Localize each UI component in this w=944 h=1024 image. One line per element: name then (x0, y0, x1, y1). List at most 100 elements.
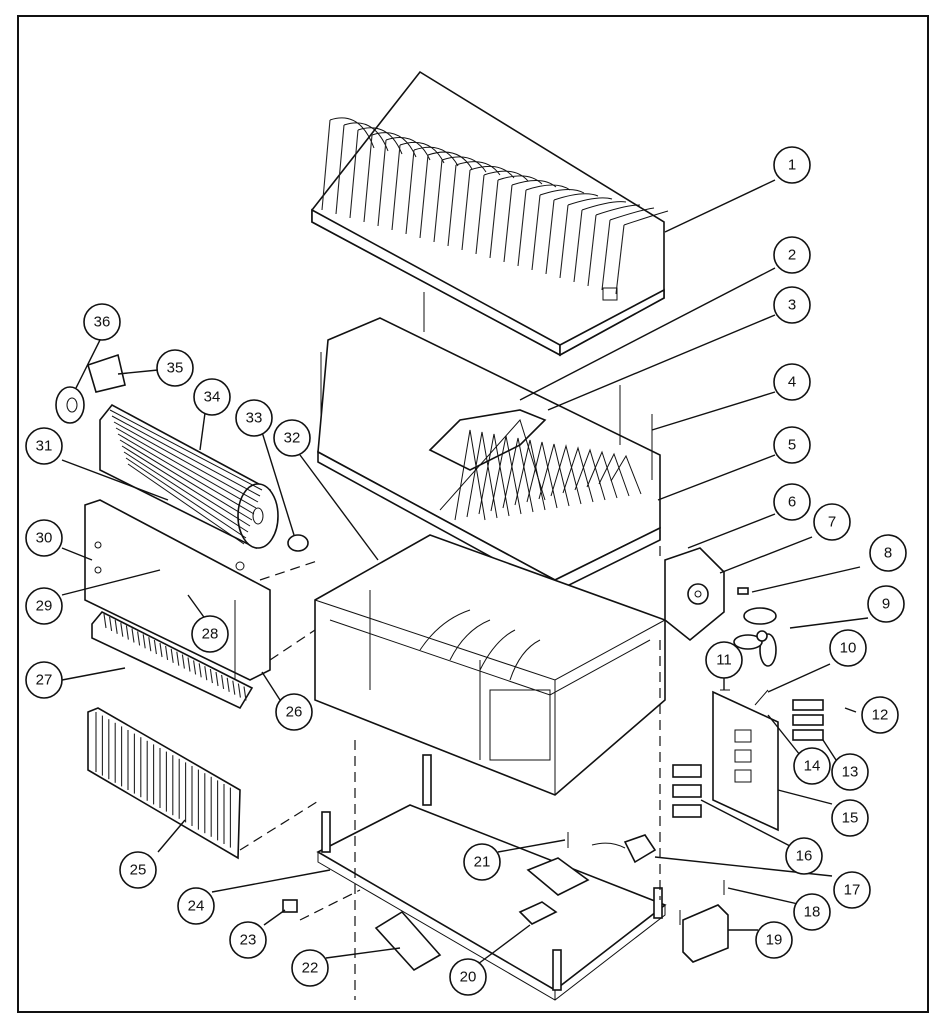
plug-part (623, 834, 657, 864)
transformer-part (682, 904, 729, 963)
cabinet-frame-part (314, 534, 666, 796)
callout-number: 30 (36, 530, 53, 547)
callout-8: 8 (869, 534, 907, 572)
callout-circle (25, 587, 63, 625)
callout-33: 33 (235, 399, 273, 437)
callout-number: 4 (788, 374, 796, 391)
callout-14: 14 (793, 747, 831, 785)
callout-25: 25 (119, 851, 157, 889)
screws (320, 292, 653, 480)
front-grille-part (87, 707, 241, 860)
callout-16: 16 (785, 837, 823, 875)
callout-number: 14 (804, 758, 821, 775)
callout-number: 31 (36, 438, 53, 455)
callout-number: 22 (302, 960, 319, 977)
fan-part (733, 607, 777, 667)
callout-17: 17 (833, 871, 871, 909)
callout-number: 11 (716, 652, 732, 669)
callout-4: 4 (773, 363, 811, 401)
callout-number: 16 (796, 848, 813, 865)
callout-11: 11 (705, 641, 743, 679)
callout-circle (861, 696, 899, 734)
callout-6: 6 (773, 483, 811, 521)
callout-number: 20 (460, 969, 477, 986)
callout-circle (773, 426, 811, 464)
callout-circle (25, 427, 63, 465)
callout-26: 26 (275, 693, 313, 731)
callout-circle (831, 799, 869, 837)
callout-number: 23 (240, 932, 257, 949)
callout-circle (177, 887, 215, 925)
heat-exchanger-housing-part (317, 317, 661, 594)
callout-number: 13 (842, 764, 859, 781)
callout-number: 26 (286, 704, 303, 721)
callout-3: 3 (773, 286, 811, 324)
callout-number: 6 (788, 494, 796, 511)
callout-circle (25, 519, 63, 557)
callout-32: 32 (273, 419, 311, 457)
callout-circle (773, 286, 811, 324)
callout-number: 2 (788, 247, 796, 264)
motor-part (664, 547, 749, 642)
callout-circle (793, 747, 831, 785)
callout-number: 15 (842, 810, 859, 827)
callout-number: 10 (840, 640, 857, 657)
callout-circle (869, 534, 907, 572)
callout-29: 29 (25, 587, 63, 625)
callout-number: 5 (788, 437, 796, 454)
callout-36: 36 (83, 303, 121, 341)
callout-number: 7 (828, 514, 836, 531)
assembly-lines (239, 530, 661, 1000)
callout-circle (83, 303, 121, 341)
callout-9: 9 (867, 585, 905, 623)
callout-23: 23 (229, 921, 267, 959)
callout-circle (291, 949, 329, 987)
heating-element-part (91, 610, 254, 710)
callout-number: 3 (788, 297, 796, 314)
callout-circle (191, 615, 229, 653)
callout-19: 19 (755, 921, 793, 959)
callout-18: 18 (793, 893, 831, 931)
top-cover-part (311, 70, 669, 357)
clip-part (282, 899, 298, 913)
end-cap-part (287, 534, 309, 552)
callout-circle (705, 641, 743, 679)
callout-number: 33 (246, 410, 263, 427)
bearing-part (55, 386, 85, 424)
callout-circle (773, 146, 811, 184)
blower-wheel-part (99, 403, 279, 550)
callout-35: 35 (156, 349, 194, 387)
callout-circle (833, 871, 871, 909)
callout-number: 8 (884, 545, 892, 562)
callout-circle (785, 837, 823, 875)
callout-circle (229, 921, 267, 959)
callout-1: 1 (773, 146, 811, 184)
callout-circle (273, 419, 311, 457)
callout-10: 10 (829, 629, 867, 667)
control-panel-part (712, 690, 779, 832)
callout-circle (119, 851, 157, 889)
callout-24: 24 (177, 887, 215, 925)
callout-12: 12 (861, 696, 899, 734)
base-tray-part (316, 754, 667, 1001)
callout-21: 21 (463, 843, 501, 881)
callout-number: 34 (204, 389, 221, 406)
callout-number: 29 (36, 598, 53, 615)
callout-circle (793, 893, 831, 931)
switch-block-part (792, 699, 824, 741)
callout-2: 2 (773, 236, 811, 274)
callout-circle (813, 503, 851, 541)
callout-number: 1 (788, 157, 796, 174)
callout-circle (773, 363, 811, 401)
callout-number: 36 (94, 314, 111, 331)
callout-number: 12 (872, 707, 889, 724)
callout-22: 22 (291, 949, 329, 987)
callout-34: 34 (193, 378, 231, 416)
leader-lines (61, 179, 869, 965)
callout-circle (156, 349, 194, 387)
callout-number: 9 (882, 596, 890, 613)
callout-13: 13 (831, 753, 869, 791)
callout-20: 20 (449, 958, 487, 996)
callout-circle (831, 753, 869, 791)
